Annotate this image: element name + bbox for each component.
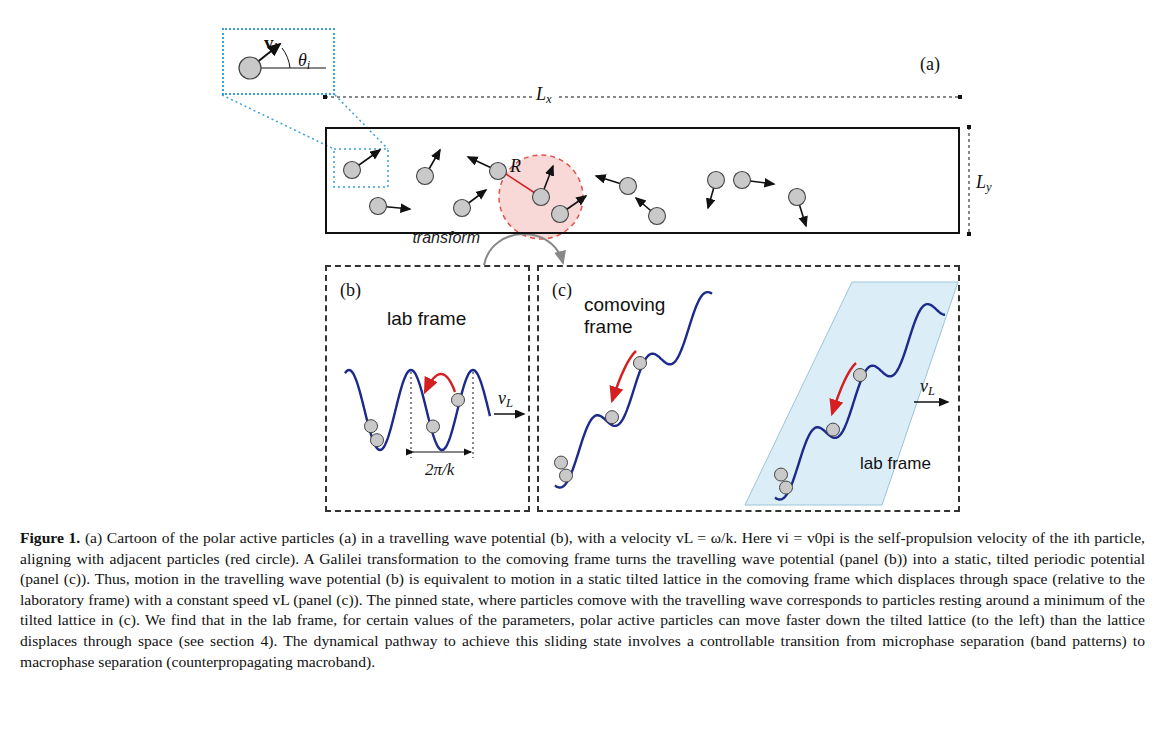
- interaction-circle: [499, 155, 583, 239]
- particle: [555, 456, 568, 469]
- particle: [734, 172, 751, 189]
- particle: [452, 393, 465, 406]
- panel-label: (c): [552, 280, 572, 301]
- dimension-line: [969, 127, 970, 234]
- dimension-label: Ly: [976, 172, 992, 195]
- velocity-arrow: [914, 401, 948, 403]
- particle: [854, 369, 867, 382]
- panel-label: (a): [920, 54, 940, 75]
- period-mark: [473, 372, 474, 458]
- angle-arc: [282, 48, 290, 68]
- particle: [344, 162, 361, 179]
- velocity-label: vL: [498, 388, 513, 411]
- frame-label: lab frame: [387, 308, 466, 330]
- particle: [239, 57, 261, 79]
- potential-wave: [345, 370, 490, 450]
- frame-label: comoving frame: [584, 294, 676, 338]
- zoom-line: [335, 95, 388, 149]
- particle: [454, 200, 471, 217]
- particle: [371, 434, 384, 447]
- particle: [775, 468, 788, 481]
- particle: [708, 172, 725, 189]
- period-arrow: [413, 451, 471, 452]
- period-mark: [411, 372, 412, 458]
- particle: [620, 178, 637, 195]
- comoving-frame-panel: (c) comoving frame vL lab frame: [537, 265, 960, 512]
- dimension-end: [967, 125, 971, 129]
- dimension-end: [323, 95, 327, 99]
- inset-box: viθi: [222, 28, 335, 95]
- period-label: 2π/k: [425, 460, 454, 480]
- panel-label: (b): [340, 280, 361, 301]
- vector-label: vi: [264, 32, 277, 56]
- edge-label: transform: [412, 229, 480, 247]
- lab-frame-panel: (b) lab frame vL 2π/k: [325, 265, 530, 512]
- dimension-line: [325, 97, 960, 98]
- particle: [365, 420, 378, 433]
- particle: [634, 357, 647, 370]
- particle: [417, 168, 434, 185]
- dimension-end: [958, 95, 962, 99]
- hop-arrow: [425, 374, 455, 392]
- transform-arrow: [484, 234, 563, 265]
- angle-label: θi: [298, 50, 310, 73]
- dimension-end: [967, 232, 971, 236]
- particle: [370, 198, 387, 215]
- lab-frame-band: [745, 282, 958, 505]
- zoom-line: [222, 95, 334, 149]
- particle: [552, 206, 569, 223]
- particle: [490, 163, 507, 180]
- frame-label: lab frame: [860, 454, 931, 474]
- particle: [533, 189, 550, 206]
- particle: [789, 189, 806, 206]
- zoom-box: [334, 149, 388, 187]
- simulation-box: (a): [325, 127, 960, 234]
- particle: [606, 411, 619, 424]
- hop-arrow: [832, 363, 856, 414]
- particle: [780, 481, 793, 494]
- figure-caption: Figure 1. (a) Cartoon of the polar activ…: [20, 528, 1145, 672]
- particle: [649, 208, 666, 225]
- potential-wave: [555, 292, 712, 487]
- particle: [427, 420, 440, 433]
- dimension-label: Lx: [532, 84, 556, 107]
- particle: [827, 423, 840, 436]
- radius-label: R: [510, 156, 521, 177]
- velocity-arrow: [494, 413, 524, 415]
- particle: [560, 469, 573, 482]
- hop-arrow: [612, 351, 636, 401]
- velocity-label: vL: [920, 376, 935, 399]
